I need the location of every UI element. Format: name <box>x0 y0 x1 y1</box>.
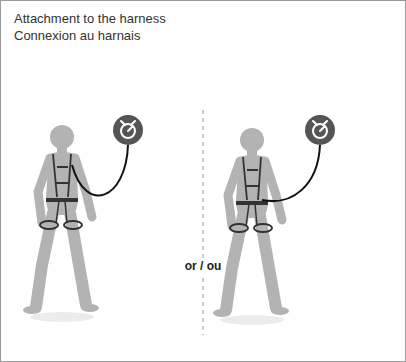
diagram-title: Attachment to the harness <box>14 11 166 27</box>
subtitle-french: Connexion au harnais <box>14 28 140 44</box>
alternative-label: or / ou <box>182 258 225 274</box>
